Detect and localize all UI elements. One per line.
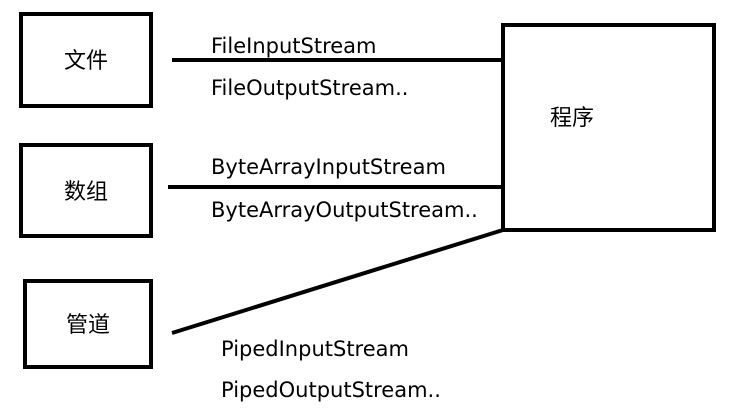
program-node-label: 程序 bbox=[550, 106, 594, 131]
program-node: 程序 bbox=[501, 23, 716, 232]
pipe-node: 管道 bbox=[23, 279, 153, 369]
program-node-box bbox=[501, 23, 716, 232]
array-node-label: 数组 bbox=[64, 180, 108, 205]
file-node: 文件 bbox=[19, 12, 153, 108]
file-node-box bbox=[19, 12, 153, 108]
piped-input-stream-label: PipedInputStream bbox=[221, 337, 409, 361]
file-input-stream-label: FileInputStream bbox=[211, 34, 377, 58]
array-node-box bbox=[19, 143, 153, 238]
piped-output-stream-label: PipedOutputStream.. bbox=[221, 378, 441, 402]
file-node-label: 文件 bbox=[64, 49, 108, 74]
byte-array-input-stream-label: ByteArrayInputStream bbox=[211, 155, 446, 179]
pipe-node-label: 管道 bbox=[66, 313, 110, 338]
byte-array-output-stream-label: ByteArrayOutputStream.. bbox=[211, 198, 478, 222]
pipe-node-box bbox=[23, 279, 153, 369]
file-output-stream-label: FileOutputStream.. bbox=[211, 76, 408, 100]
pipe-program-connector bbox=[171, 228, 504, 335]
array-node: 数组 bbox=[19, 143, 153, 238]
